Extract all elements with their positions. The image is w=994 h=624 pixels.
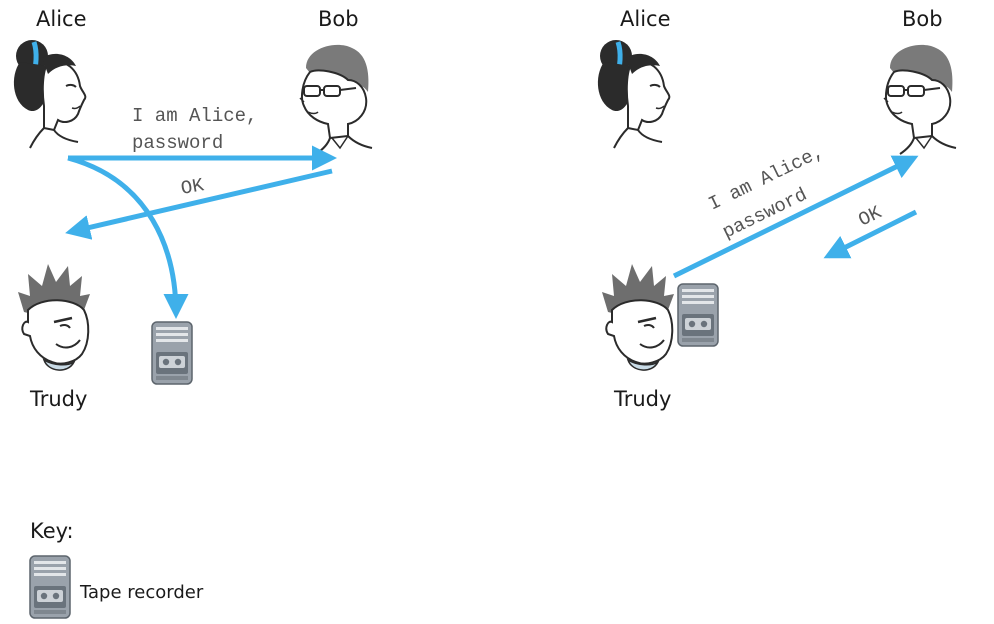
right-bob-label: Bob — [902, 7, 943, 31]
left-bob-reply-arrow — [65, 168, 333, 240]
legend-key: Key: Tape recorder — [29, 519, 204, 619]
left-alice-label: Alice — [36, 7, 87, 31]
right-scene: Alice Bob Trudy I am Alice, password OK — [598, 7, 957, 411]
right-alice-label: Alice — [620, 7, 671, 31]
left-recording-arrow — [67, 155, 189, 319]
tape-recorder-icon — [29, 555, 71, 619]
tape-recorder-icon — [677, 283, 719, 347]
key-title: Key: — [30, 519, 74, 543]
left-bob-label: Bob — [318, 7, 359, 31]
left-trudy-label: Trudy — [29, 387, 87, 411]
tape-recorder-icon — [151, 321, 193, 385]
right-trudy-label: Trudy — [613, 387, 671, 411]
bob-person-icon — [883, 43, 957, 155]
right-bob-reply-arrow — [823, 209, 918, 259]
bob-person-icon — [299, 43, 373, 155]
trudy-person-icon — [16, 262, 92, 372]
left-message-line1: I am Alice, — [132, 105, 257, 127]
left-reply-label: OK — [179, 174, 206, 200]
right-replay-arrow — [672, 155, 919, 279]
alice-person-icon — [598, 40, 669, 148]
left-scene: Alice Bob Trudy I am Alice, password OK — [14, 7, 373, 411]
left-message-line2: password — [132, 132, 223, 154]
trudy-person-icon — [600, 262, 676, 372]
alice-person-icon — [14, 40, 85, 148]
key-tape-recorder-label: Tape recorder — [79, 582, 204, 603]
